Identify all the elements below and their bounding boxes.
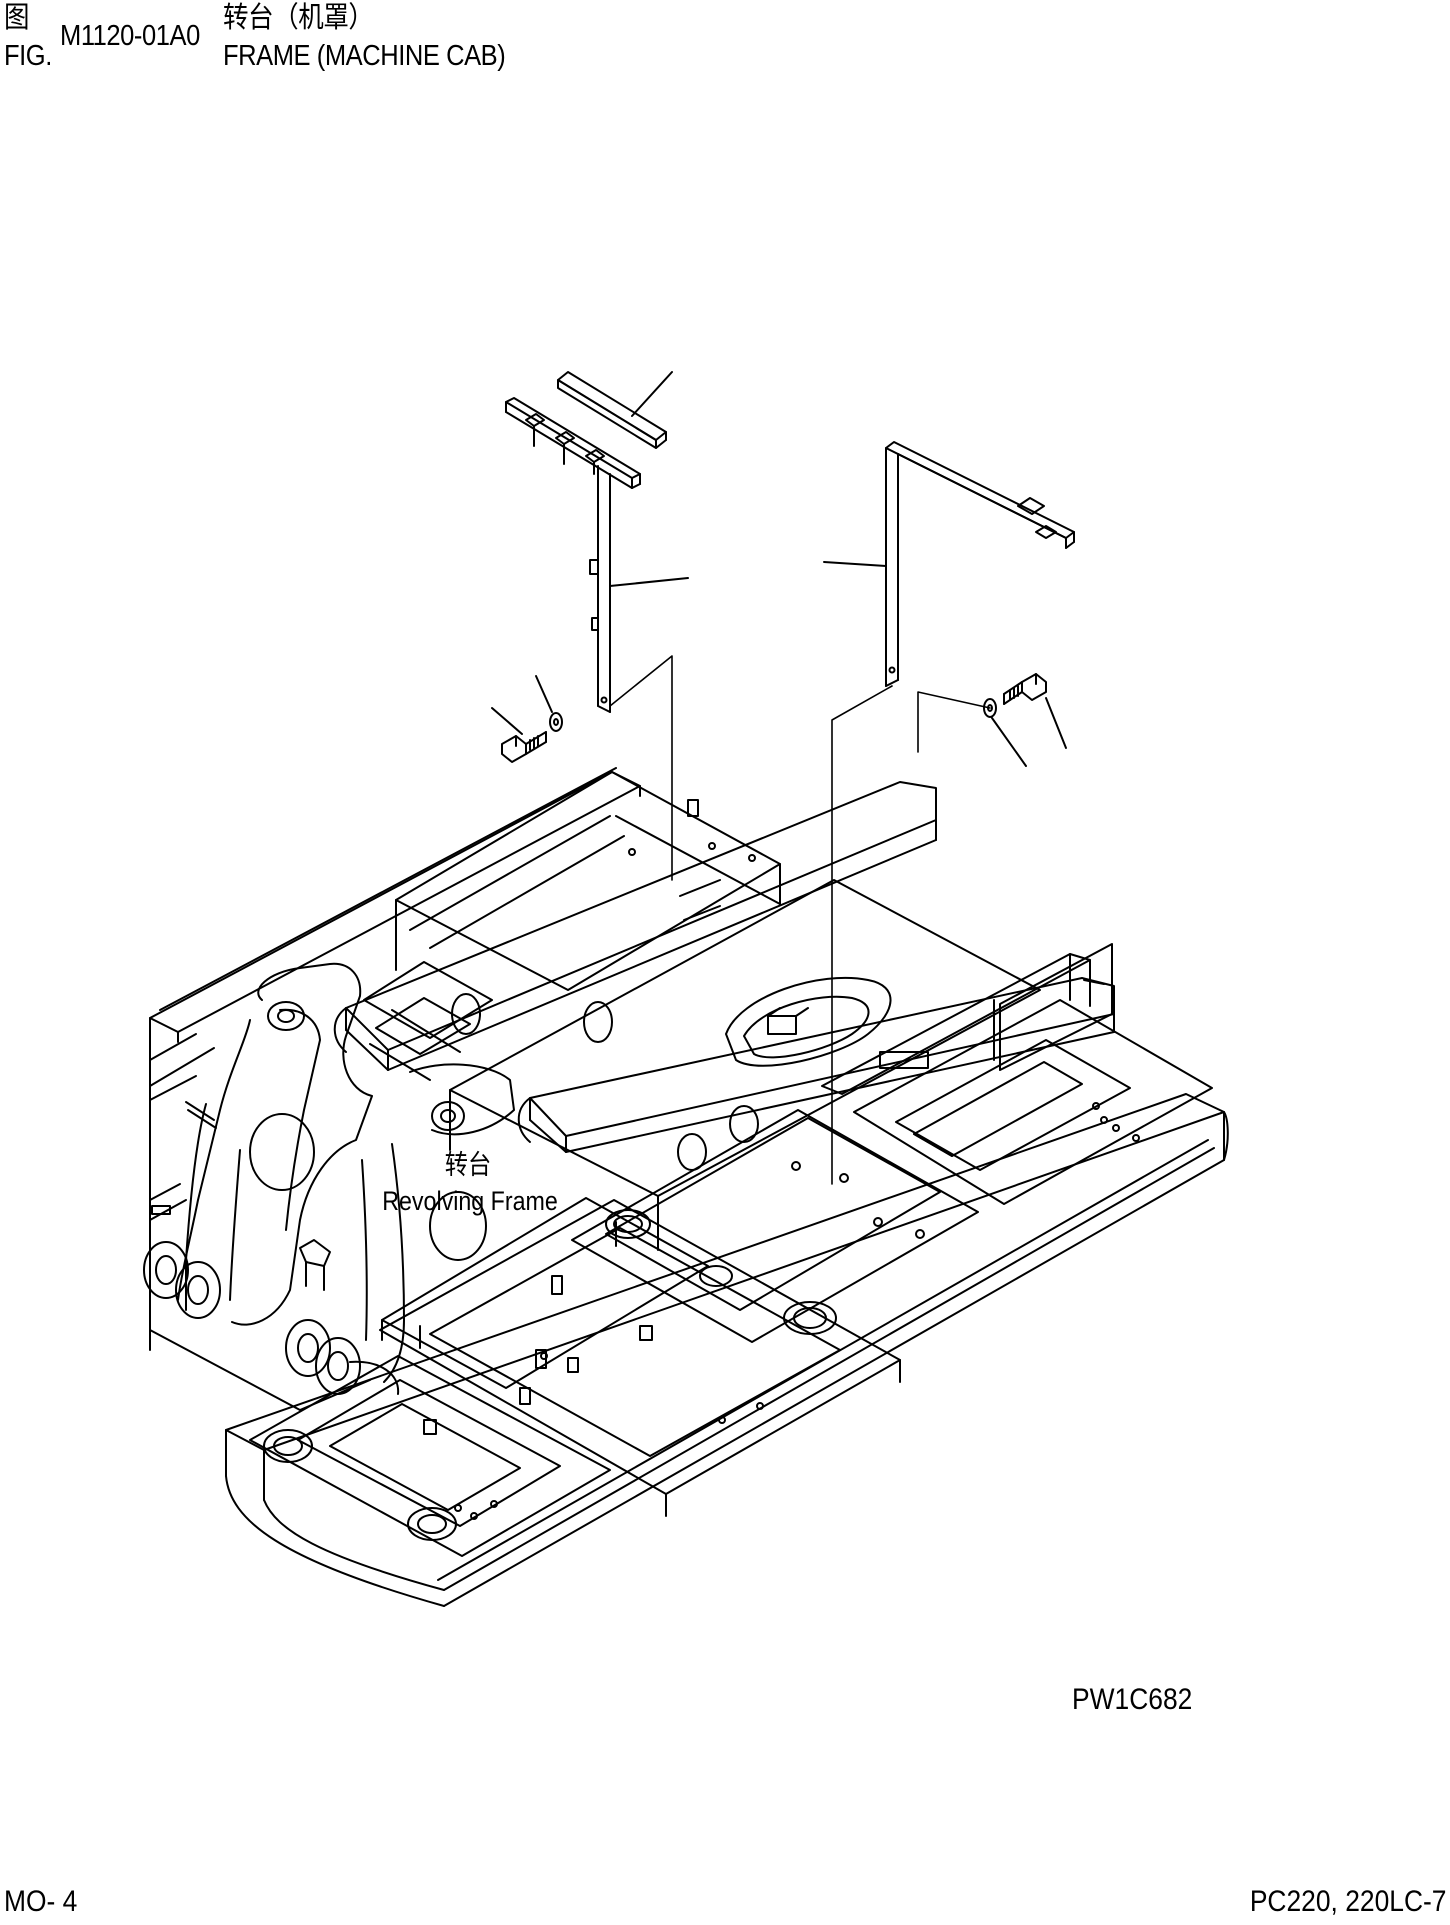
leader-line-right-bracket <box>823 561 887 567</box>
cab-bracket-parts <box>491 371 1075 1185</box>
leader-line-left-bolt <box>491 707 523 735</box>
left-bracket <box>505 397 641 713</box>
leader-line-left-washer <box>535 675 553 713</box>
top-crossbar <box>557 371 667 449</box>
leader-line-right-washer <box>991 717 1027 767</box>
revolving-frame-label-en: Revolving Frame <box>382 1186 558 1216</box>
left-frame-edge <box>149 1017 331 1331</box>
page-reference: MO- 4 <box>4 1885 78 1918</box>
figure-number: M1120-01A0 <box>60 20 200 52</box>
figure-label-cn: 图 <box>4 2 30 34</box>
figure-title-cn: 转台（机罩） <box>223 2 374 34</box>
model-reference: PC220, 220LC-7 <box>1249 1885 1446 1918</box>
revolving-frame <box>143 767 1213 1411</box>
figure-label-en: FIG. <box>4 40 52 72</box>
leader-line-left-bracket <box>609 577 689 587</box>
figure-title-en: FRAME (MACHINE CAB) <box>223 40 506 72</box>
main-side-beam <box>333 781 937 1071</box>
leader-line-right-bolt <box>1045 697 1067 749</box>
right-bolt <box>1003 673 1047 705</box>
boom-foot-brackets <box>149 962 515 1383</box>
right-bracket <box>885 441 1075 687</box>
rear-deck-counterweight <box>225 1093 1229 1607</box>
leader-line-crossbar <box>631 371 673 417</box>
left-bolt <box>501 731 547 763</box>
boom-pins <box>143 1241 371 1411</box>
left-washer <box>549 712 563 732</box>
drawing-id: PW1C682 <box>1072 1683 1193 1716</box>
assembly-lines <box>609 655 991 1185</box>
revolving-frame-label-cn: 转台 <box>444 1150 492 1180</box>
